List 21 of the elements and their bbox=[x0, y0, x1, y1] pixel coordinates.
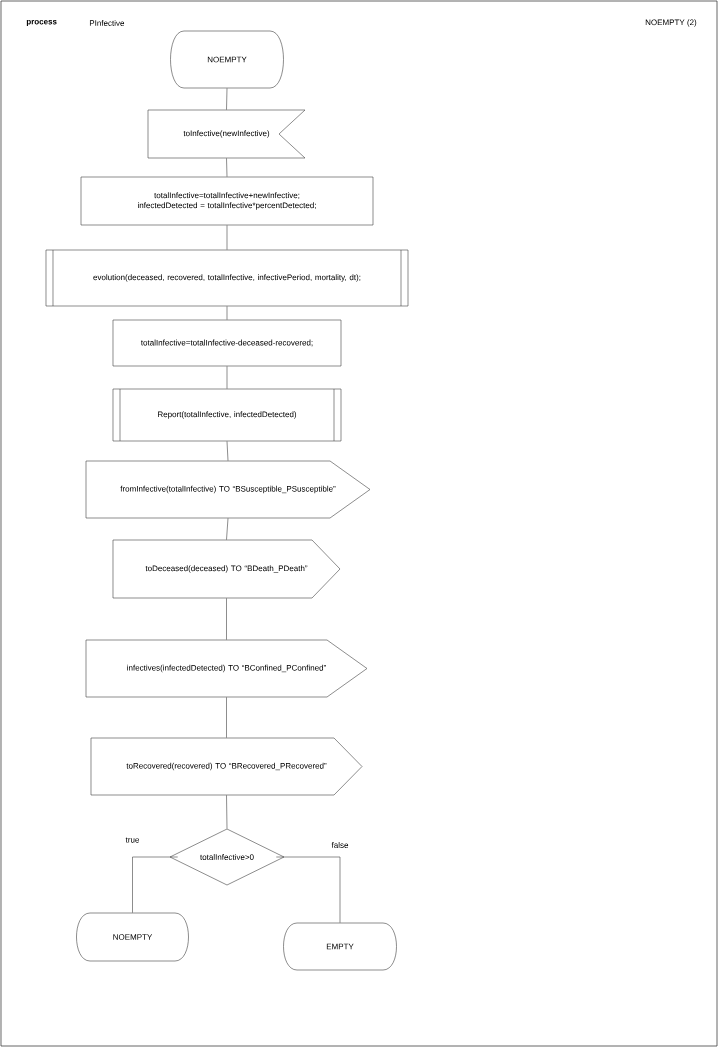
flow-line bbox=[226, 518, 229, 540]
flow-line bbox=[276, 856, 341, 923]
task-box: totalInfective=totalInfective+newInfective; infectedDetected = totalInfective*percentDetected; bbox=[80, 176, 374, 226]
page-label: NOEMPTY (2) bbox=[645, 19, 697, 27]
flow-line bbox=[226, 795, 228, 829]
flow-line bbox=[226, 697, 227, 738]
flow-line bbox=[226, 441, 229, 461]
flow-line bbox=[226, 225, 228, 250]
task-box: totalInfective=totalInfective-deceased-recovered; bbox=[112, 319, 342, 367]
flow-line bbox=[226, 88, 228, 110]
flow-line bbox=[226, 366, 228, 389]
edge-label: false bbox=[331, 842, 349, 848]
procedure-call-box: evolution(deceased, recovered, totalInfective, infectivePeriod, mortality, dt); bbox=[45, 249, 409, 307]
edge-label: true bbox=[125, 837, 140, 843]
process-keyword: process bbox=[26, 20, 57, 26]
flow-line bbox=[226, 158, 228, 177]
procedure-call-box: Report(totalInfective, infectedDetected) bbox=[112, 388, 342, 442]
process-name: PInfective bbox=[89, 20, 125, 26]
flow-line bbox=[226, 306, 228, 320]
flow-line bbox=[132, 856, 178, 913]
flow-line bbox=[226, 598, 227, 640]
